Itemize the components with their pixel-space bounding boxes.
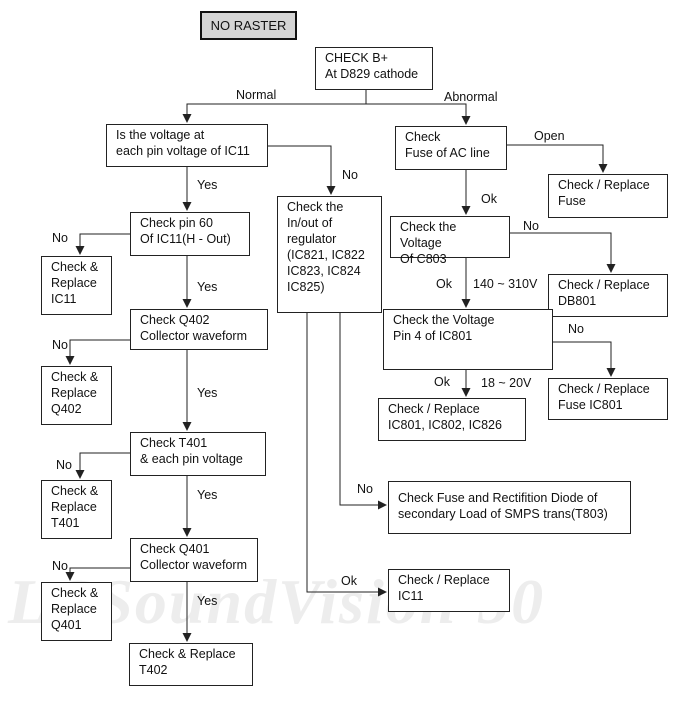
label-no-pin60: No: [52, 231, 68, 245]
label-yes4: Yes: [197, 488, 218, 502]
replace-ic11-box: Check & Replace IC11: [41, 256, 112, 315]
check-b-plus-box: CHECK B+ At D829 cathode: [315, 47, 433, 90]
edge-open: [505, 144, 608, 173]
ic11-voltage-box: Is the voltage at each pin voltage of IC…: [106, 124, 268, 167]
regulator-box: Check the In/out of regulator (IC821, IC…: [277, 196, 382, 313]
label-no-regulator: No: [342, 168, 358, 182]
replace-fuse-ic801-box: Check / Replace Fuse IC801: [548, 378, 668, 420]
fuse-ac-line-box: Check Fuse of AC line: [395, 126, 507, 170]
label-yes1: Yes: [197, 178, 218, 192]
check-q401-box: Check Q401 Collector waveform: [130, 538, 258, 582]
label-yes2: Yes: [197, 280, 218, 294]
edge-normal: [182, 90, 367, 123]
label-no-t401: No: [56, 458, 72, 472]
label-no-fuse-diode: No: [357, 482, 373, 496]
replace-q402-box: Check & Replace Q402: [41, 366, 112, 425]
replace-q401-box: Check & Replace Q401: [41, 582, 112, 641]
label-ok2: Ok: [436, 277, 452, 291]
label-no-pin4: No: [568, 322, 584, 336]
label-ok-ic11: Ok: [341, 574, 357, 588]
edge-no-pin60: [75, 233, 131, 255]
edge-abnormal: [366, 103, 471, 125]
label-no-q401: No: [52, 559, 68, 573]
edge-no-c803: [508, 232, 616, 273]
replace-ic11-ok-box: Check / Replace IC11: [388, 569, 510, 612]
label-ok3: Ok: [434, 375, 450, 389]
voltage-pin4-box: Check the Voltage Pin 4 of IC801: [383, 309, 553, 370]
replace-t402-box: Check & Replace T402: [129, 643, 253, 686]
label-yes3: Yes: [197, 386, 218, 400]
edge-ok-ic11: [306, 313, 387, 597]
edge-no-q401: [65, 567, 131, 581]
edge-no-t401: [75, 452, 131, 479]
title-no-raster: NO RASTER: [200, 11, 297, 40]
check-t401-box: Check T401 & each pin voltage: [130, 432, 266, 476]
fuse-rectifier-box: Check Fuse and Rectifition Diode of seco…: [388, 481, 631, 534]
edge-no-pin4: [552, 341, 616, 377]
check-q402-box: Check Q402 Collector waveform: [130, 309, 268, 350]
label-ok1: Ok: [481, 192, 497, 206]
label-140-310v: 140 ~ 310V: [473, 277, 538, 291]
label-yes5: Yes: [197, 594, 218, 608]
replace-fuse-box: Check / Replace Fuse: [548, 174, 668, 218]
voltage-c803-box: Check the Voltage Of C803: [390, 216, 510, 266]
check-pin60-box: Check pin 60 Of IC11(H - Out): [130, 212, 250, 256]
replace-db801-box: Check / Replace DB801: [548, 274, 668, 317]
replace-ic801-box: Check / Replace IC801, IC802, IC826: [378, 398, 526, 441]
label-18-20v: 18 ~ 20V: [481, 376, 532, 390]
edge-no-fuse-diode: [339, 313, 387, 510]
label-no-c803: No: [523, 219, 539, 233]
edge-no-q402: [65, 339, 131, 365]
label-abnormal: Abnormal: [444, 90, 498, 104]
replace-t401-box: Check & Replace T401: [41, 480, 112, 539]
label-normal: Normal: [236, 88, 277, 102]
label-no-q402: No: [52, 338, 68, 352]
label-open: Open: [534, 129, 565, 143]
edge-no-regulator: [267, 145, 336, 195]
